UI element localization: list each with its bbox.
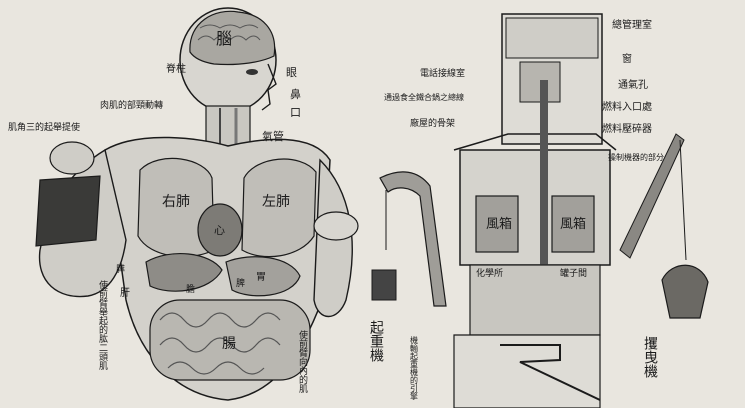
label-gall: 膽 (186, 283, 195, 295)
label-nose: 鼻 (290, 87, 301, 101)
label-fan-box-left: 風箱 (486, 216, 512, 232)
label-engine-frame: 廠屋的骨架 (410, 117, 455, 129)
label-spleen: 脾 (236, 277, 245, 289)
grab-cable (680, 140, 686, 260)
label-pipe: 通過食全鐵合鍋之總線 (384, 92, 464, 102)
label-arm-muscle: 肌角三的起舉提使 (8, 121, 80, 133)
label-biceps: 使前臂舉起的肱二頭肌 (97, 279, 108, 371)
label-forearm: 使前臂向內的肌 (297, 329, 308, 394)
label-pancreas: 膵 (116, 264, 125, 275)
label-brain: 腦 (216, 29, 232, 48)
manager-room-box (506, 18, 598, 58)
label-coal-inlet: 燃料入口處 (602, 100, 652, 113)
label-intestine: 腸 (222, 336, 236, 352)
label-eye: 眼 (286, 66, 297, 79)
label-heart: 心 (214, 224, 225, 237)
label-right-lung: 右肺 (162, 194, 190, 210)
label-fan-box-right: 風箱 (560, 216, 586, 232)
label-sorting: 罐子間 (560, 267, 587, 279)
label-control: 操制機器的部分 (608, 152, 664, 162)
label-liver: 肝 (120, 287, 130, 299)
label-trachea: 氣管 (262, 129, 284, 143)
label-conveyor: 機輸起重機的引擎 (410, 335, 419, 400)
grab-bucket (662, 265, 708, 318)
label-mouth: 口 (290, 106, 301, 119)
eye-shape (246, 69, 258, 75)
crane-load (372, 270, 396, 300)
label-left-lung: 左肺 (262, 194, 290, 210)
label-neck-muscle: 肉肌的部頸動轉 (100, 99, 163, 111)
weight-block (36, 176, 100, 246)
right-hand (314, 212, 358, 240)
label-digestion: 化學所 (476, 267, 503, 279)
label-spine: 脊柱 (166, 62, 186, 75)
label-telephone-room: 電話接線室 (420, 67, 465, 79)
human-figure (36, 8, 358, 400)
label-crane: 起重機 (368, 320, 384, 363)
label-manager-room: 總管理室 (612, 18, 652, 31)
label-stomach: 胃 (256, 271, 266, 283)
left-hand (50, 142, 94, 174)
label-grab: 攫曳機 (642, 336, 658, 379)
label-crusher: 燃料壓碎器 (602, 122, 652, 135)
label-window: 窗 (622, 52, 632, 65)
label-vent: 通氣孔 (618, 78, 648, 91)
neck (206, 106, 250, 146)
